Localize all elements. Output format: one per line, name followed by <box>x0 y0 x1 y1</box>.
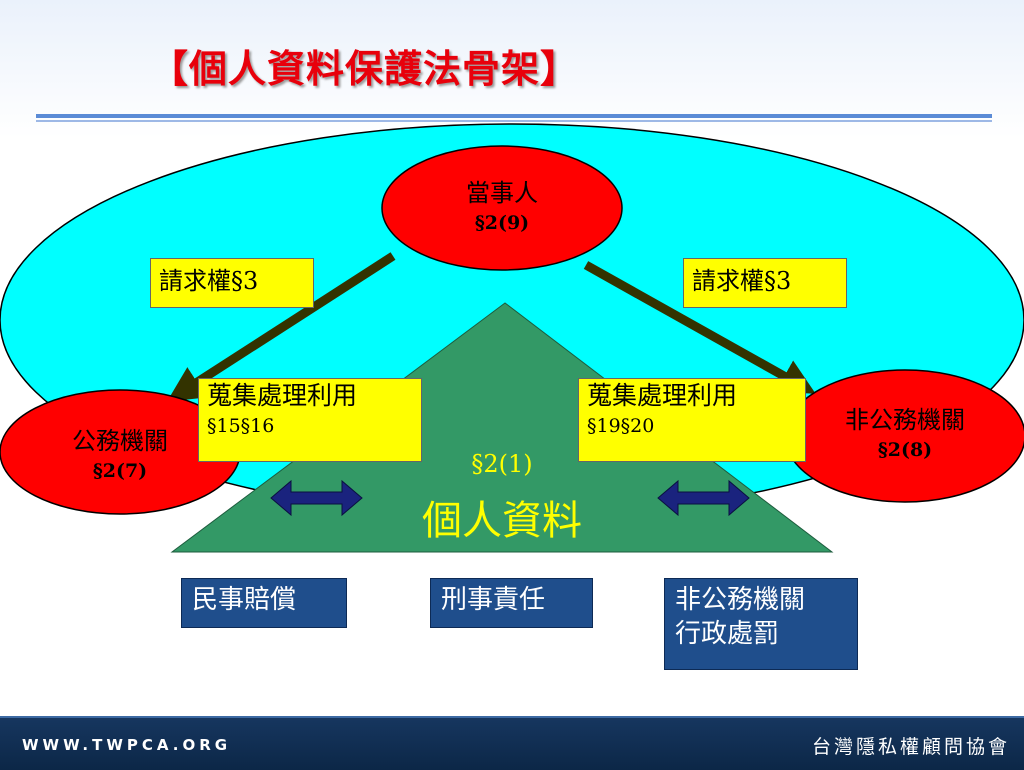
criminal-liability-box: 刑事責任 <box>430 578 593 628</box>
right-arrow-left <box>166 252 396 402</box>
center-label: 個人資料 <box>422 498 582 544</box>
footer-org: 台灣隱私權顧問協會 <box>811 736 1010 758</box>
double-arrow-right <box>657 479 750 517</box>
center-ref: §2(1) <box>471 450 533 478</box>
subject-node <box>381 145 623 271</box>
public-agency-name: 公務機關 <box>72 427 168 455</box>
admin-penalty-line2: 行政處罰 <box>675 619 780 649</box>
footer-bar: WWW.TWPCA.ORG 台灣隱私權顧問協會 <box>0 716 1024 770</box>
page-title: 【個人資料保護法骨架】 <box>150 47 580 91</box>
subject-label: 當事人 §2(9) <box>402 178 602 238</box>
private-agency-label: 非公務機關 §2(8) <box>815 405 995 465</box>
collect-right-label: 蒐集處理利用 <box>587 381 738 410</box>
footer-url[interactable]: WWW.TWPCA.ORG <box>22 736 232 754</box>
civil-liability-box: 民事賠償 <box>181 578 347 628</box>
collect-right-box: 蒐集處理利用 §19§20 <box>578 378 806 462</box>
right-arrow-right <box>583 261 816 394</box>
collect-left-box: 蒐集處理利用 §15§16 <box>198 378 422 462</box>
title-divider <box>36 114 992 118</box>
admin-penalty-box: 非公務機關 行政處罰 <box>664 578 858 670</box>
admin-penalty-line1: 非公務機關 <box>675 585 806 615</box>
subject-ref: §2(9) <box>474 212 530 234</box>
double-arrow-left <box>270 479 363 517</box>
rights-right-box: 請求權§3 <box>683 258 847 308</box>
private-agency-ref: §2(8) <box>877 439 933 461</box>
private-agency-name: 非公務機關 <box>845 406 965 434</box>
subject-name: 當事人 <box>466 179 538 207</box>
public-agency-ref: §2(7) <box>92 460 148 482</box>
title-divider-thin <box>36 120 992 122</box>
collect-right-ref: §19§20 <box>587 415 655 437</box>
collect-left-label: 蒐集處理利用 <box>207 381 358 410</box>
public-agency-label: 公務機關 §2(7) <box>30 426 210 486</box>
rights-left-box: 請求權§3 <box>150 258 314 308</box>
collect-left-ref: §15§16 <box>207 415 275 437</box>
